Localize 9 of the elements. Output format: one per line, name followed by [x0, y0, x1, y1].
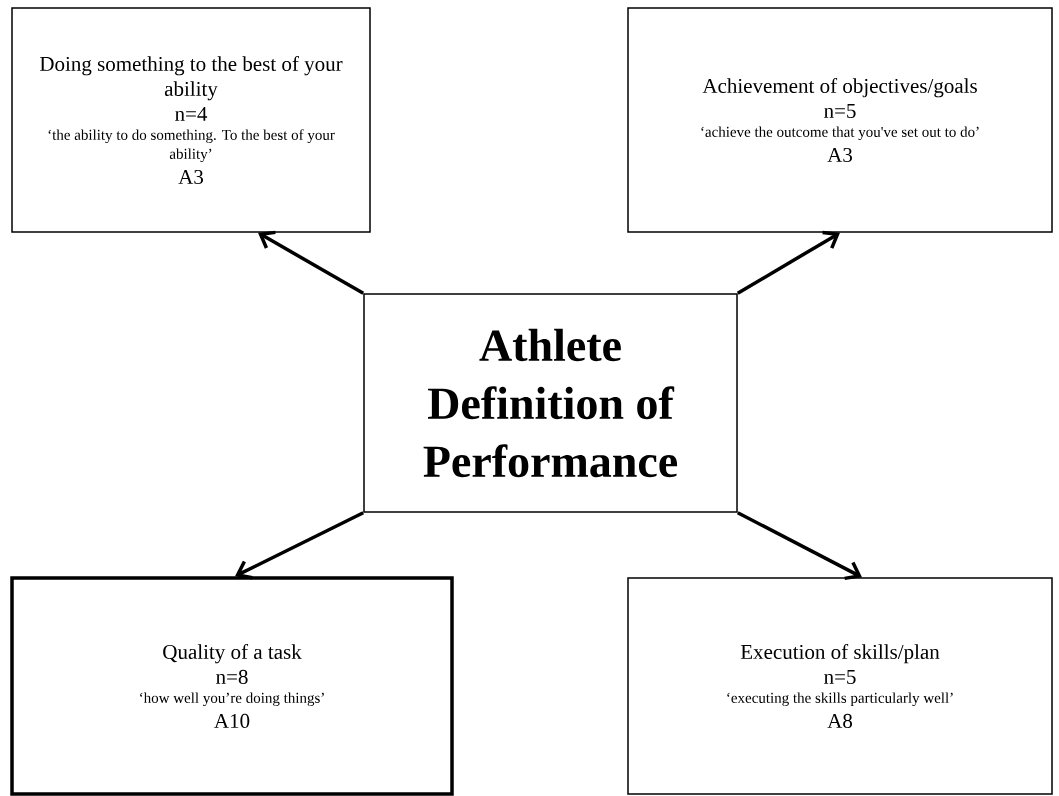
arrow [736, 230, 840, 295]
category-box: Quality of a task n=8 ‘how well you’re doing things’ A10 [10, 576, 454, 796]
title-box: Athlete Definition of Performance [363, 293, 738, 513]
arrow [235, 511, 365, 580]
arrow [258, 230, 365, 295]
arrow [736, 511, 862, 581]
category-box: Execution of skills/plan n=5 ‘executing the skills particularly well’ A8 [627, 577, 1053, 795]
category-box: Achievement of objectives/goals n=5 ‘achieve the outcome that you've set out to do’ A3 [627, 7, 1053, 233]
category-box: Doing something to the best of your ability n=4 ‘the ability to do something. To the best of your ability’ A3 [11, 7, 371, 233]
